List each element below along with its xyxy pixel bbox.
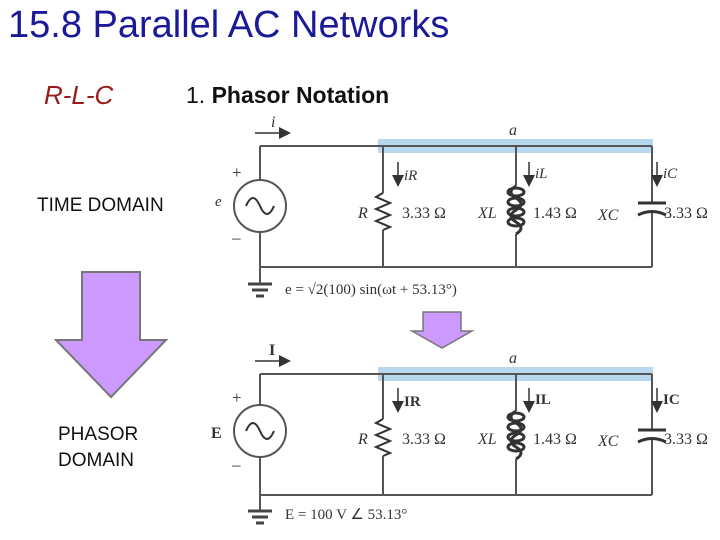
capacitor-icon [637,201,667,217]
c-value: 3.33 Ω [664,431,708,448]
r-value: 3.33 Ω [402,205,446,222]
resistor-icon [373,192,393,231]
inductor-icon [506,184,526,236]
phasor-domain-label: PHASOR DOMAIN [58,424,139,471]
l-label: XL [477,431,497,448]
capacitor-icon [637,428,667,444]
ac-source-icon [233,404,287,458]
minus-sign: – [231,228,241,247]
current-r-label: IR [404,394,421,410]
slide-title: 15.8 Parallel AC Networks [8,4,450,46]
big-down-arrow [53,271,169,399]
c-value: 3.33 Ω [664,205,708,222]
time-equation: e = √2(100) sin(ωt + 53.13°) [285,282,457,298]
ground-icon [248,509,272,525]
heading: 1. Phasor Notation [186,82,389,109]
l-value: 1.43 Ω [533,431,577,448]
ac-source-icon [233,179,287,233]
r-label: R [357,205,368,222]
small-down-arrow [409,311,475,349]
ground-icon [248,282,272,298]
r-label: R [357,431,368,448]
section-label: R-L-C [44,80,114,110]
heading-text: Phasor Notation [211,82,390,108]
source-label: E [211,425,222,442]
node-label: a [509,122,517,139]
c-label: XC [597,207,619,224]
resistor-icon [373,418,393,457]
plus-sign: + [232,388,242,407]
minus-sign: – [231,455,241,474]
heading-number: 1. [186,82,206,108]
current-c-label: iC [663,166,678,182]
r-value: 3.33 Ω [402,431,446,448]
source-label: e [215,194,222,210]
current-l-label: iL [535,166,548,182]
time-domain-circuit: + – e i a iR R 3.33 Ω iL XL 1.43 Ω iC [215,114,708,298]
l-label: XL [477,205,497,222]
phasor-equation: E = 100 V ∠ 53.13° [285,507,407,523]
current-c-label: IC [663,392,680,408]
current-r-label: iR [404,168,417,184]
current-total-label: I [269,342,275,359]
l-value: 1.43 Ω [533,205,577,222]
c-label: XC [597,433,619,450]
current-l-label: IL [535,392,551,408]
time-domain-label: TIME DOMAIN [37,195,164,216]
current-total-label: i [271,114,275,131]
node-label: a [509,350,517,367]
phasor-domain-circuit: + – E I a IR R 3.33 Ω IL XL 1.43 Ω IC XC… [211,342,708,525]
plus-sign: + [232,163,242,182]
inductor-icon [506,409,526,461]
